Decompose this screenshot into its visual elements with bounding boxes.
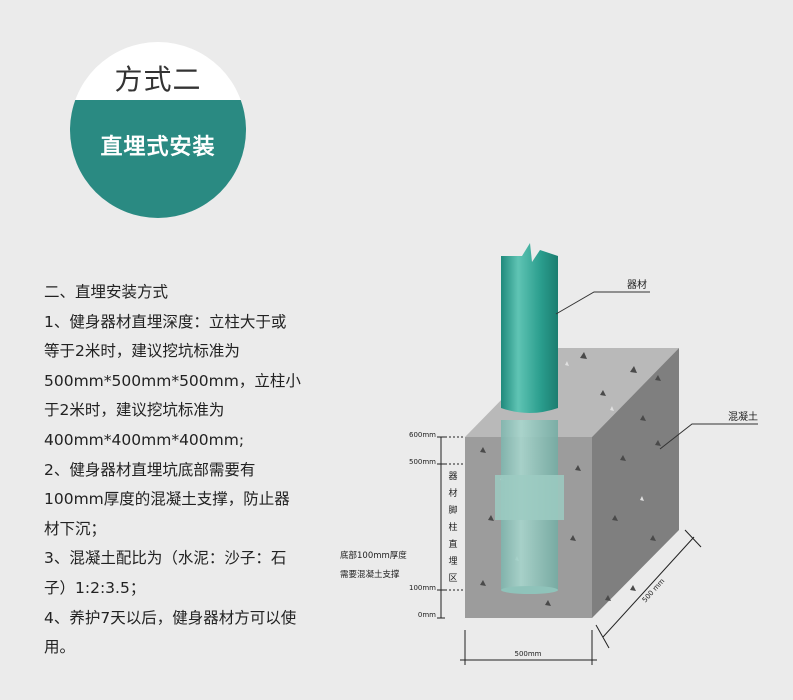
embedded-post-bottom	[501, 586, 558, 594]
instruction-line: 二、直埋安装方式	[44, 283, 169, 301]
badge-subtitle: 直埋式安装	[100, 135, 216, 160]
instruction-line: 500mm*500mm*500mm，立柱小	[44, 371, 301, 390]
depth-scale	[437, 436, 465, 619]
tick-label-500: 500mm	[409, 458, 436, 466]
instruction-line: 2、健身器材直埋坑底部需要有	[44, 460, 256, 479]
embedded-post-collar	[495, 475, 564, 520]
badge-title: 方式二	[114, 63, 202, 96]
post-zone-label: 器 材 脚 柱 直 埋 区	[448, 471, 457, 584]
tick-label-0: 0mm	[418, 611, 436, 619]
instruction-line: 4、养护7天以后，健身器材方可以使	[44, 608, 297, 627]
width-dimension-label: 500mm	[515, 650, 542, 658]
concrete-speckles	[480, 352, 661, 606]
concrete-top-face	[465, 348, 679, 437]
instruction-line: 于2米时，建议挖坑标准为	[44, 401, 225, 420]
zone-char: 直	[448, 538, 457, 550]
instruction-line: 400mm*400mm*400mm;	[44, 430, 245, 449]
equipment-post	[501, 243, 558, 413]
instruction-line: 3、混凝土配比为（水泥：沙子：石	[44, 549, 287, 568]
zone-char: 区	[448, 573, 457, 584]
bottom-note-line2: 需要混凝土支撑	[340, 569, 400, 580]
installation-instructions: 二、直埋安装方式 1、健身器材直埋深度：立柱大于或 等于2米时，建议挖坑标准为 …	[44, 278, 314, 663]
instruction-line: 等于2米时，建议挖坑标准为	[44, 342, 240, 361]
zone-char: 柱	[448, 521, 457, 533]
method-badge: 方式二 直埋式安装	[70, 42, 246, 218]
zone-char: 埋	[448, 556, 457, 567]
instruction-line: 子）1:2:3.5；	[44, 578, 146, 597]
zone-char: 器	[448, 471, 457, 482]
zone-char: 脚	[448, 505, 457, 516]
instruction-line: 1、健身器材直埋深度：立柱大于或	[44, 312, 287, 331]
zone-char: 材	[448, 487, 457, 499]
concrete-label: 混凝土	[728, 410, 758, 423]
bottom-note-line1: 底部100mm厚度	[340, 550, 407, 561]
instruction-line: 用。	[44, 638, 76, 657]
depth-dimension	[595, 529, 702, 649]
concrete-side-face	[592, 348, 679, 618]
instruction-line: 100mm厚度的混凝土支撑，防止器	[44, 490, 290, 509]
badge-top-band	[70, 42, 246, 100]
equipment-leader	[555, 291, 650, 315]
badge-teal-band	[70, 100, 246, 218]
tick-label-100: 100mm	[409, 584, 436, 592]
concrete-leader	[659, 423, 758, 450]
tick-label-600: 600mm	[409, 431, 436, 439]
instruction-line: 材下沉；	[44, 519, 107, 538]
equipment-label: 器材	[627, 278, 647, 291]
width-dimension	[460, 630, 597, 665]
